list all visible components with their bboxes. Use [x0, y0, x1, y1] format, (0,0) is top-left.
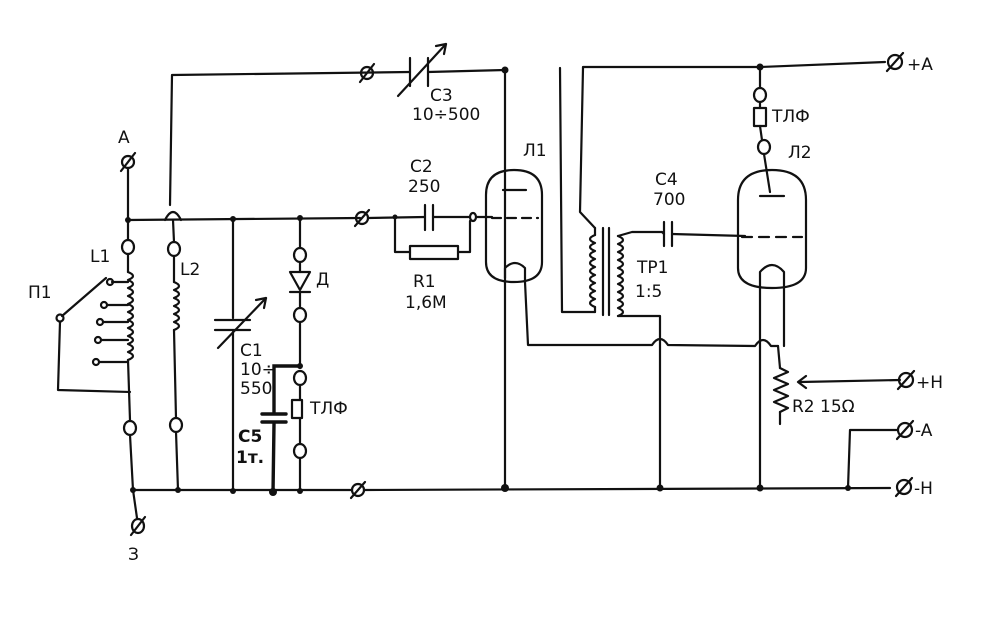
tube2-label: Л2 — [788, 143, 812, 163]
switch-label: П1 — [28, 283, 52, 303]
detector-branch — [260, 216, 312, 495]
c5-label: C5 — [238, 427, 262, 447]
c5-value: 1т. — [236, 448, 264, 468]
phones1-label: ТЛФ — [309, 399, 348, 419]
r1-value: 1,6M — [405, 293, 447, 313]
c1-value-2: 550 — [240, 379, 272, 399]
tube-l2 — [736, 168, 808, 492]
phones2-label: ТЛФ — [771, 107, 810, 127]
c4-label: C4 — [655, 170, 678, 190]
coupling-capacitor-c4 — [660, 220, 747, 248]
minus-h-label: -H — [914, 479, 933, 499]
variable-capacitor-c3 — [396, 42, 448, 98]
c1-value-1: 10÷ — [240, 360, 276, 380]
c3-value: 10÷500 — [412, 105, 480, 125]
junction-dots — [125, 63, 851, 496]
ground-bus — [131, 476, 914, 500]
r1-label: R1 — [413, 272, 436, 292]
antenna-label: A — [118, 128, 130, 148]
c2-label: C2 — [410, 157, 433, 177]
c4-value: 700 — [653, 190, 685, 210]
band-switch-p1 — [55, 276, 132, 394]
grid-resistor-r1 — [393, 215, 472, 261]
variable-capacitor-c1 — [213, 218, 268, 494]
transformer-name: ТР1 — [636, 258, 668, 278]
plus-a-label: +A — [907, 55, 933, 75]
ground-terminal — [129, 488, 147, 537]
plus-h-label: +H — [916, 373, 943, 393]
r2-label: R2 15Ω — [792, 397, 855, 417]
l1-label: L1 — [90, 247, 110, 267]
c3-label: C3 — [430, 86, 453, 106]
tube-l1 — [484, 168, 544, 284]
c1-label: C1 — [240, 341, 263, 361]
minus-a-label: -A — [915, 421, 933, 441]
diode-label: Д — [316, 270, 329, 290]
rheostat-r2 — [772, 344, 902, 426]
transformer-tp1 — [558, 65, 762, 492]
tube1-label: Л1 — [523, 141, 547, 161]
l2-label: L2 — [180, 260, 200, 280]
transformer-ratio: 1:5 — [635, 282, 662, 302]
c2-value: 250 — [408, 177, 440, 197]
ground-label: З — [128, 545, 139, 565]
feedback-wire — [168, 62, 507, 490]
antenna-terminal — [119, 151, 137, 222]
coil-l1 — [120, 218, 138, 492]
grid-capacitor-c2 — [423, 203, 494, 232]
coil-l2 — [163, 210, 184, 492]
